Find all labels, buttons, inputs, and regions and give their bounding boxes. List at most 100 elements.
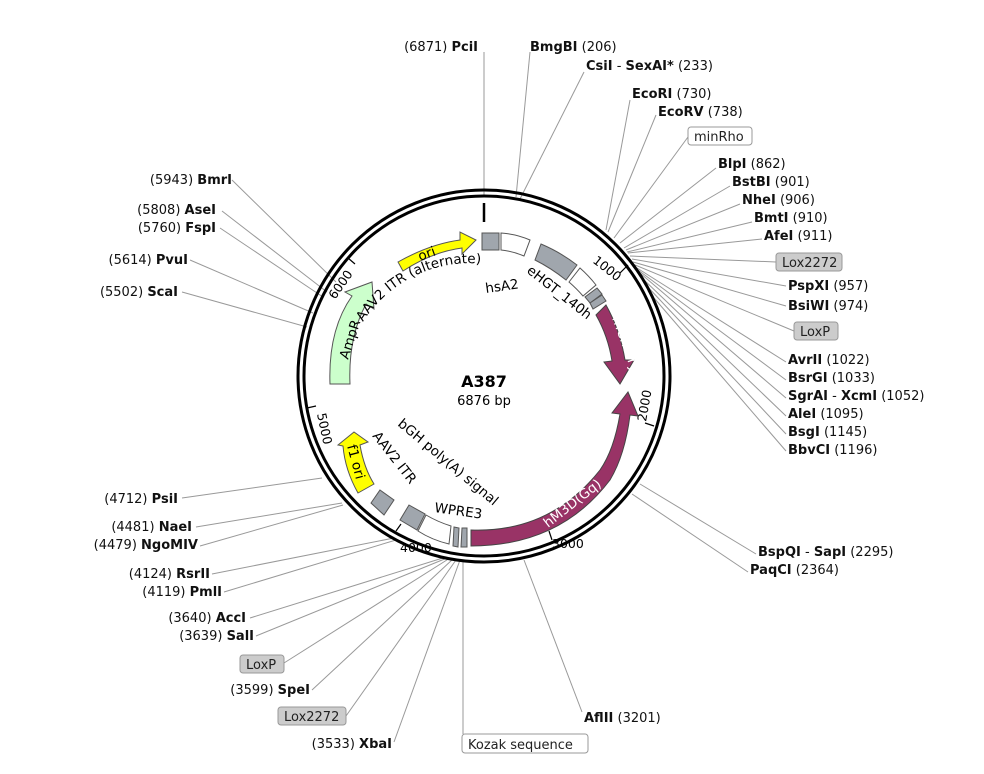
site-nhei[interactable]: NheI (906) <box>742 193 815 208</box>
site-acci[interactable]: (3640) AccI <box>168 611 246 626</box>
site-ecorv[interactable]: EcoRV (738) <box>658 105 743 120</box>
site-bmri[interactable]: (5943) BmrI <box>150 173 232 188</box>
grey-feature-itr-alt[interactable] <box>481 232 500 251</box>
leader-ngomiv <box>199 504 344 547</box>
leader-bmgbi <box>515 51 531 198</box>
plasmid-size: 6876 bp <box>457 394 511 409</box>
lox2272-label-left: Lox2272 <box>284 710 339 725</box>
site-paqci[interactable]: PaqCI (2364) <box>750 563 839 578</box>
mCherry-arrow[interactable] <box>595 304 635 385</box>
site-asei[interactable]: (5808) AseI <box>137 203 216 218</box>
leader-acci <box>249 556 447 619</box>
site-fspi[interactable]: (5760) FspI <box>138 221 216 236</box>
site-bmti[interactable]: BmtI (910) <box>754 211 828 226</box>
site-xbai[interactable]: (3533) XbaI <box>312 737 392 752</box>
wpre3-label: WPRE3 <box>433 500 483 523</box>
loxp-box-right[interactable] <box>793 321 839 341</box>
loxp-label-right: LoxP <box>800 325 830 340</box>
site-pvui[interactable]: (5614) PvuI <box>109 253 188 268</box>
leader-lox2272-r <box>629 255 777 263</box>
site-scai[interactable]: (5502) ScaI <box>100 285 178 300</box>
kozak-label: Kozak sequence <box>468 738 573 753</box>
ori-label: ori <box>416 244 438 265</box>
lox2272-box-left[interactable] <box>277 706 347 726</box>
grey-bar-2[interactable] <box>589 294 607 310</box>
eHGT-feature[interactable] <box>534 243 578 281</box>
site-ngomiv[interactable]: (4479) NgoMIV <box>94 538 198 553</box>
minrho-box[interactable] <box>687 126 753 146</box>
wpre3-feature[interactable] <box>417 514 452 545</box>
tick-label-4000: 4000 <box>400 540 432 555</box>
site-pcii[interactable]: (6871) PciI <box>404 40 478 55</box>
tick-5000 <box>306 405 317 409</box>
site-spei[interactable]: (3599) SpeI <box>230 683 310 698</box>
site-bspqi[interactable]: BspQI - SapI (2295) <box>758 545 893 560</box>
hsA2-feature[interactable] <box>500 232 531 257</box>
leader-pmli <box>223 539 397 593</box>
site-ecori[interactable]: EcoRI (730) <box>632 87 711 102</box>
site-bstbi[interactable]: BstBI (901) <box>732 175 810 190</box>
leader-sali <box>255 557 448 637</box>
leader-afei <box>627 238 763 254</box>
tick-4000 <box>395 523 402 532</box>
hsA2-label: hsA2 <box>484 276 519 296</box>
site-pspxi[interactable]: PspXI (957) <box>788 279 868 294</box>
site-psii[interactable]: (4712) PsiI <box>104 492 178 507</box>
right-site-labels: BmgBI (206) CsiI - SexAI* (233) EcoRI (7… <box>530 40 924 726</box>
right-leader-lines <box>515 51 795 713</box>
leader-naei <box>195 502 343 528</box>
leader-alei <box>641 277 787 417</box>
site-blpi[interactable]: BlpI (862) <box>718 157 786 172</box>
site-avrii[interactable]: AvrII (1022) <box>788 353 870 368</box>
hM3D-label: hM3D(Gq) <box>541 476 605 531</box>
leader-psii <box>181 477 323 499</box>
tick-label-2000: 2000 <box>634 389 654 423</box>
site-sali[interactable]: (3639) SalI <box>179 629 254 644</box>
site-bbvci[interactable]: BbvCI (1196) <box>788 443 877 458</box>
ori-arrow[interactable] <box>397 231 477 272</box>
site-naei[interactable]: (4481) NaeI <box>111 520 192 535</box>
site-sgrai[interactable]: SgrAI - XcmI (1052) <box>788 389 924 404</box>
backbone-outer <box>296 188 672 564</box>
f1-ori-arrow[interactable] <box>336 431 375 494</box>
itr-feature[interactable] <box>370 489 395 516</box>
site-rsrii[interactable]: (4124) RsrII <box>129 567 210 582</box>
leader-avrii <box>636 267 787 363</box>
lox2272-label-right: Lox2272 <box>782 256 837 271</box>
leader-bbvci <box>647 290 787 452</box>
leader-bsrgi <box>637 269 787 381</box>
leader-spei <box>311 558 454 691</box>
site-bmgbi[interactable]: BmgBI (206) <box>530 40 617 55</box>
tick-3000 <box>548 530 553 541</box>
AmpR-arrow[interactable] <box>329 281 375 385</box>
site-bsiwi[interactable]: BsiWI (974) <box>788 299 868 314</box>
leader-rsrii <box>211 537 395 575</box>
leader-sgrai <box>639 272 787 399</box>
leader-bmri <box>231 179 337 283</box>
bgh-polya-label: bGH poly(A) signal <box>394 416 501 509</box>
grey-bar-4[interactable] <box>452 526 460 548</box>
left-leader-lines <box>181 52 485 743</box>
grey-bar-3[interactable] <box>460 527 468 548</box>
bgh-feature[interactable] <box>399 504 426 531</box>
site-alei[interactable]: AleI (1095) <box>788 407 864 422</box>
leader-bstbi <box>623 185 731 249</box>
leader-lox2272-l <box>345 559 457 717</box>
tick-6000 <box>347 257 356 265</box>
site-pmli[interactable]: (4119) PmlI <box>142 585 222 600</box>
site-csii[interactable]: CsiI - SexAI* (233) <box>586 59 713 74</box>
lox2272-box-right[interactable] <box>775 252 843 272</box>
site-afei[interactable]: AfeI (911) <box>764 229 832 244</box>
site-bsrgi[interactable]: BsrGI (1033) <box>788 371 875 386</box>
plasmid-name: A387 <box>461 372 507 391</box>
site-bsgi[interactable]: BsgI (1145) <box>788 425 867 440</box>
leader-pspxi <box>631 258 787 287</box>
tick-1000 <box>619 264 629 274</box>
hM3D-arrow[interactable] <box>470 391 639 547</box>
tick-2000 <box>644 422 655 427</box>
kozak-box[interactable] <box>461 733 589 754</box>
site-aflii[interactable]: AflII (3201) <box>584 711 661 726</box>
promoter-white-feature[interactable] <box>568 267 597 297</box>
loxp-box-left[interactable] <box>239 654 285 674</box>
